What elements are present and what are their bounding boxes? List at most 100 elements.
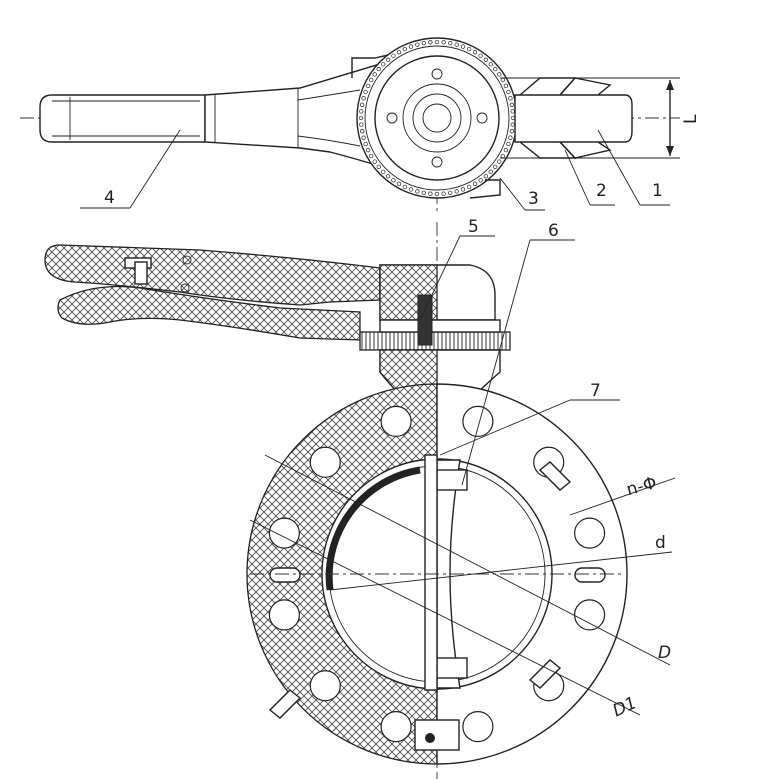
gear-teeth (358, 39, 516, 197)
gear-tooth (510, 122, 515, 127)
gear-tooth (460, 44, 466, 49)
bolt-holes (268, 405, 606, 743)
gear-tooth (361, 135, 366, 140)
lock-bracket (469, 179, 501, 199)
bottom-lug (414, 719, 460, 751)
leaders (80, 129, 676, 716)
gear-tooth (483, 57, 489, 62)
bolt-hole (574, 517, 606, 549)
gear-tooth (391, 178, 396, 183)
gear-tooth (503, 83, 509, 89)
gear-tooth (466, 184, 472, 190)
gear-tooth (448, 190, 453, 195)
gear-tooth (493, 66, 498, 72)
bolt-hole (268, 517, 300, 549)
gear-tooth (454, 42, 459, 47)
gear-tooth (376, 164, 381, 170)
gear-tooth (509, 102, 514, 107)
labels: 1 2 3 4 5 6 7 L n-Φ d D D1 (104, 114, 701, 721)
gear-tooth (448, 41, 453, 46)
gear-tooth (460, 187, 466, 192)
top-view (20, 37, 680, 212)
gear-tooth (381, 62, 386, 67)
callout-5: 5 (468, 217, 479, 237)
front-view (44, 222, 628, 779)
gear-tooth (508, 96, 513, 101)
gear-tooth (441, 191, 446, 196)
gear-tooth (360, 129, 365, 134)
gear-tooth (396, 181, 402, 186)
callout-3: 3 (528, 189, 539, 209)
callout-2: 2 (596, 181, 607, 201)
gear-tooth (415, 189, 420, 194)
gear-tooth (385, 57, 391, 62)
gear-tooth (408, 44, 414, 49)
gear-tooth (408, 187, 414, 192)
gear-tooth (497, 159, 502, 164)
gear-tooth (428, 191, 433, 196)
bolt-hole (462, 711, 494, 743)
callout-4: 4 (104, 188, 115, 208)
gear-tooth (506, 89, 511, 95)
gear-tooth (359, 122, 364, 127)
gear-tooth (363, 89, 368, 95)
gear-tooth (472, 50, 478, 55)
gear-tooth (369, 77, 374, 83)
gear-tooth (415, 42, 420, 47)
gear-tooth (497, 72, 502, 77)
gear-tooth (434, 191, 440, 197)
callout-1: 1 (652, 181, 663, 201)
gear-tooth (483, 174, 489, 179)
gear-tooth (358, 115, 364, 121)
gear-tooth (385, 174, 391, 179)
gear-tooth (506, 141, 511, 147)
bolt-hole (380, 405, 412, 437)
gear-tooth (478, 178, 483, 183)
callout-6: 6 (548, 221, 559, 241)
gear-tooth (488, 62, 493, 67)
gear-tooth (361, 96, 366, 101)
gear-tooth (376, 66, 381, 72)
bolt-hole (309, 446, 341, 478)
bolt-hole (268, 599, 300, 631)
gear-tooth (365, 147, 371, 153)
gear-tooth (359, 109, 364, 114)
bolt-hole (462, 405, 494, 437)
handle-grip-top (39, 94, 206, 143)
bolt-hole (574, 599, 606, 631)
gear-tooth (500, 153, 505, 159)
gear-tooth (391, 53, 396, 58)
dim-D-label: D (658, 643, 671, 663)
gear-tooth (466, 46, 472, 52)
gear-tooth (372, 72, 377, 77)
gear-tooth (402, 184, 408, 190)
gear-tooth (360, 102, 365, 107)
gear-tooth (510, 115, 516, 121)
gear-tooth (441, 40, 446, 45)
callout-7: 7 (590, 381, 601, 401)
dim-d-label: d (655, 533, 666, 553)
gear-tooth (478, 53, 483, 58)
bolt-hole (309, 670, 341, 702)
seat-liner (325, 466, 421, 591)
neck-top (514, 94, 633, 143)
dim-L-label: L (681, 114, 701, 124)
gear-tooth (472, 181, 478, 186)
gear-tooth (428, 40, 433, 45)
handle-lower-grip (57, 285, 361, 341)
gear-tooth (363, 141, 368, 147)
bolt-hole (380, 711, 412, 743)
gear-tooth (365, 83, 371, 89)
gear-tooth (500, 77, 505, 83)
gear-tooth (503, 147, 509, 153)
gear-tooth (434, 39, 440, 45)
gear-tooth (493, 164, 498, 170)
gear-tooth (369, 153, 374, 159)
gear-tooth (454, 189, 459, 194)
gear-tooth (509, 129, 514, 134)
dim-D1-label: D1 (610, 693, 640, 721)
gear-tooth (508, 135, 513, 140)
gear-plate (359, 331, 511, 351)
gear-tooth (402, 46, 408, 52)
